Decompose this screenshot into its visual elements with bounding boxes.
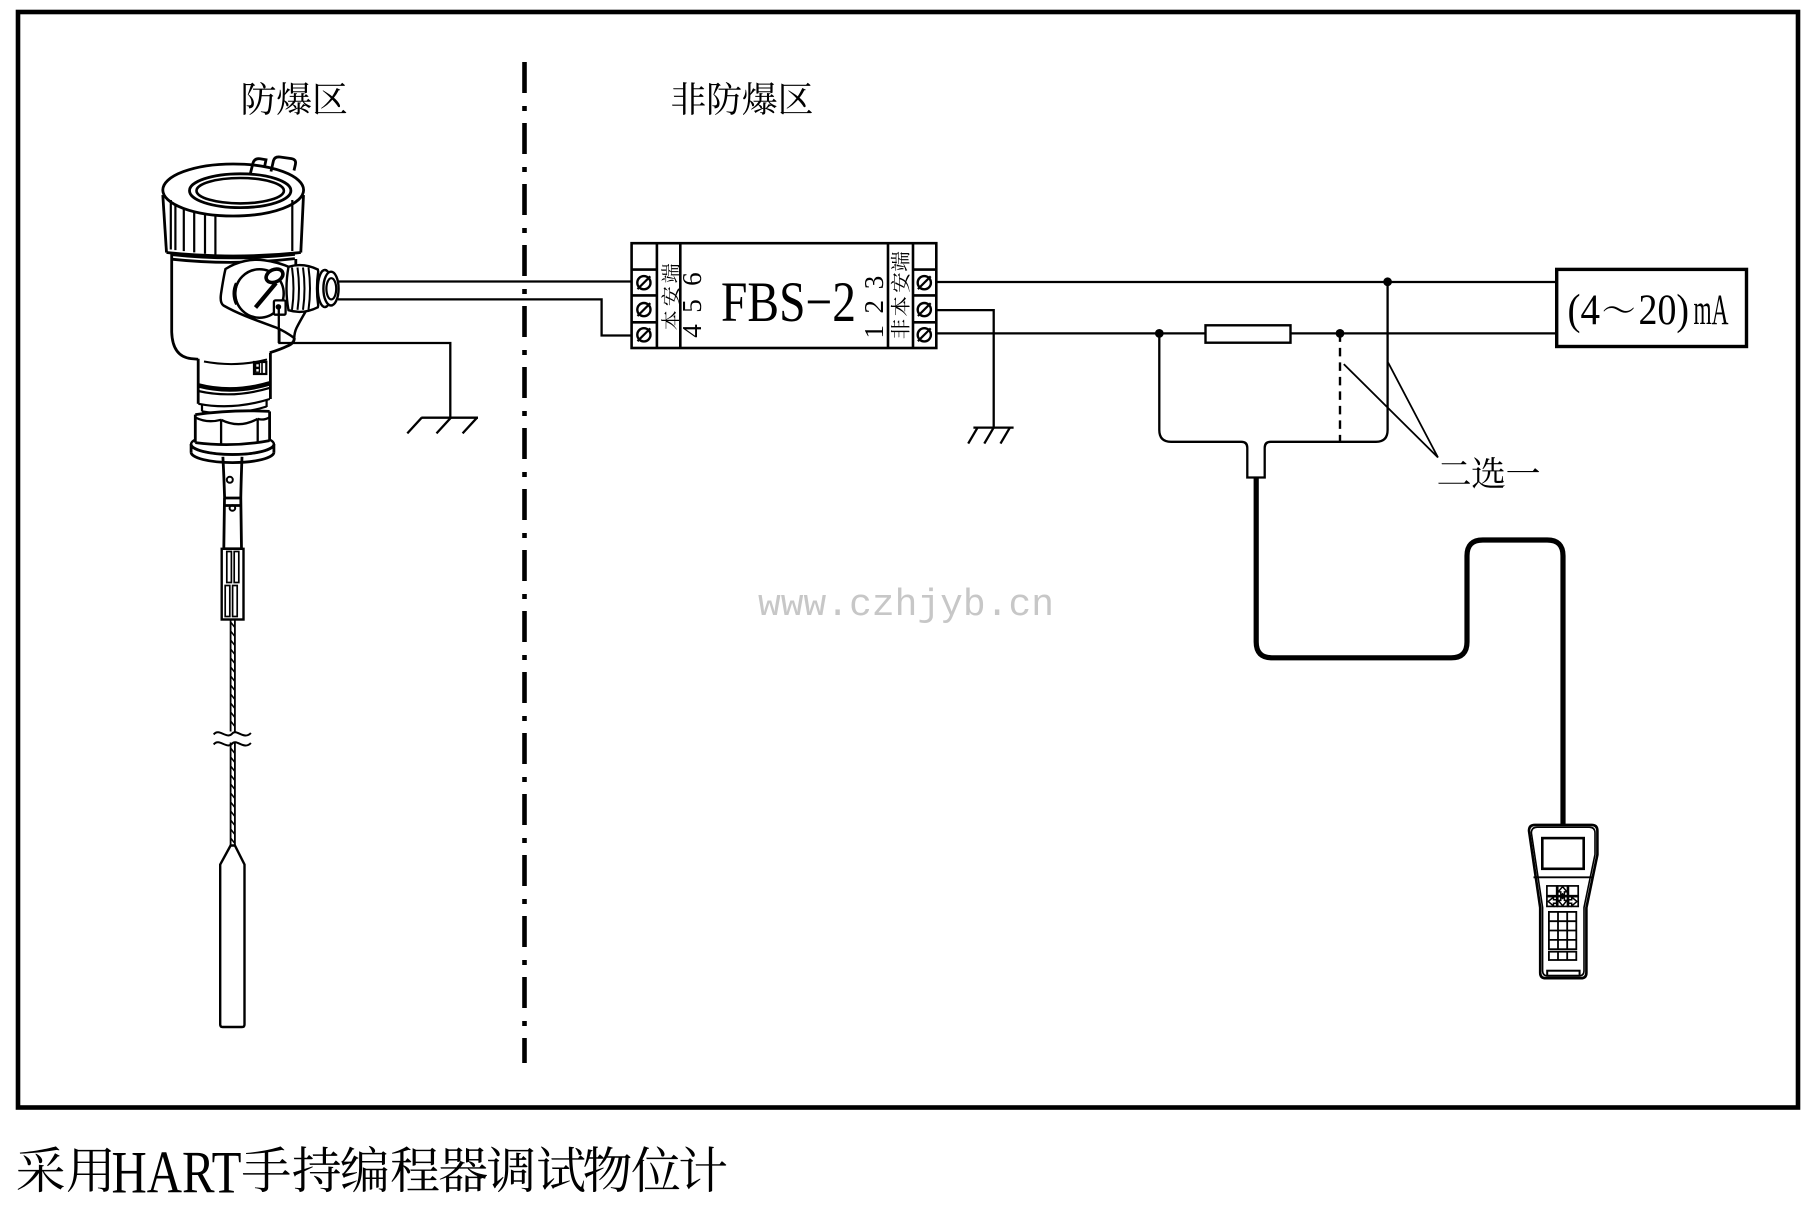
svg-text:HART: HART [112,1140,242,1206]
svg-text:mA: mA [1694,287,1729,334]
svg-text:4: 4 [677,324,707,338]
svg-text:20): 20) [1639,287,1690,334]
svg-text:FBS−2: FBS−2 [721,271,856,334]
svg-text:3: 3 [859,276,889,290]
svg-text:5: 5 [677,299,707,313]
svg-text:2: 2 [859,300,889,314]
svg-text:6: 6 [677,272,707,286]
svg-text:(4: (4 [1568,287,1601,334]
svg-text:1: 1 [859,325,889,339]
svg-text:www.czhjyb.cn: www.czhjyb.cn [758,584,1054,627]
